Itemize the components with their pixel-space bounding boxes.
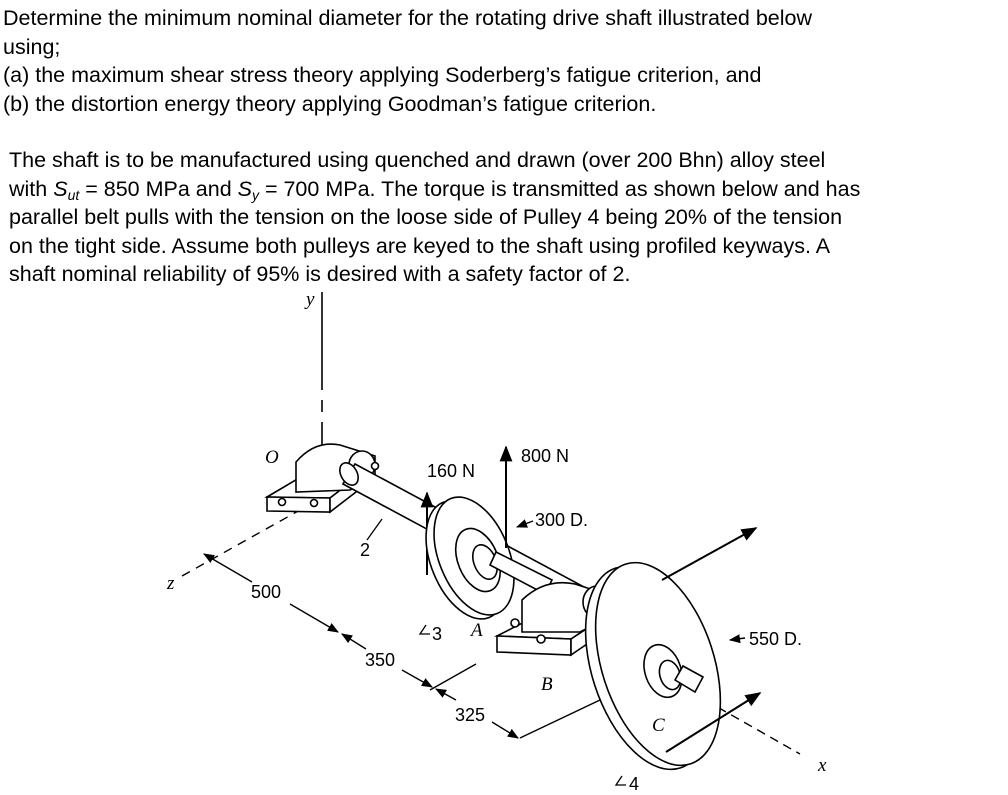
force-160-label: 160 N — [427, 461, 475, 481]
intro-line-3: (a) the maximum shear stress theory appl… — [3, 63, 762, 87]
given-line-2-pre: with — [9, 176, 54, 201]
given-line-4: on the tight side. Assume both pulleys a… — [9, 233, 831, 258]
problem-statement-given: The shaft is to be manufactured using qu… — [9, 146, 1004, 289]
given-line-3: parallel belt pulls with the tension on … — [9, 205, 843, 229]
pulley-3-diameter-leader — [515, 519, 534, 528]
mark-2-leader — [366, 518, 383, 541]
sy-symbol: S — [237, 176, 252, 201]
pulley-4-diameter-label: 550 D. — [749, 629, 802, 649]
pulley-4-diameter-leader — [728, 634, 746, 644]
point-a-label: A — [469, 620, 483, 641]
given-line-2-post: = 700 MPa. The torque is transmitted as … — [258, 176, 861, 201]
belt-tension-lower-arrow — [665, 692, 762, 753]
sut-symbol: S — [53, 176, 68, 201]
pulley-4 — [584, 561, 722, 771]
point-c-label: C — [652, 715, 665, 736]
sut-value: = 850 MPa and — [79, 176, 238, 201]
dimension-500: 500 — [251, 582, 281, 602]
given-line-1: The shaft is to be manufactured using qu… — [9, 148, 826, 172]
problem-statement-intro: Determine the minimum nominal diameter f… — [3, 4, 1003, 118]
x-axis-label: x — [817, 755, 827, 776]
pulley-3 — [425, 496, 554, 620]
dimension-lines — [203, 553, 601, 739]
y-axis-label: y — [304, 289, 315, 310]
intro-line-1: Determine the minimum nominal diameter f… — [3, 6, 813, 30]
given-line-2: with Sut = 850 MPa and Sy = 700 MPa. The… — [9, 175, 1004, 204]
mark-3-label: 3 — [432, 624, 442, 644]
force-800-label: 800 N — [521, 446, 569, 466]
pulley-3-diameter-label: 300 D. — [535, 510, 588, 530]
mark-2-label: 2 — [360, 540, 370, 560]
dimension-350: 350 — [365, 650, 395, 670]
point-b-label: B — [541, 674, 553, 695]
origin-label: O — [265, 447, 279, 468]
sy-subscript: y — [251, 186, 259, 203]
intro-line-4: (b) the distortion energy theory applyin… — [3, 91, 657, 116]
z-axis-label: z — [166, 573, 175, 594]
given-line-5: shaft nominal reliability of 95% is desi… — [9, 262, 631, 286]
mark-3-leader — [418, 624, 430, 635]
intro-line-2: using; — [3, 34, 61, 59]
z-axis — [181, 509, 301, 577]
dimension-325: 325 — [455, 705, 485, 725]
mark-4-leader — [614, 775, 626, 786]
mark-4-label: 4 — [629, 774, 639, 794]
sut-subscript: ut — [67, 186, 80, 203]
belt-tension-upper-arrow — [661, 527, 758, 581]
